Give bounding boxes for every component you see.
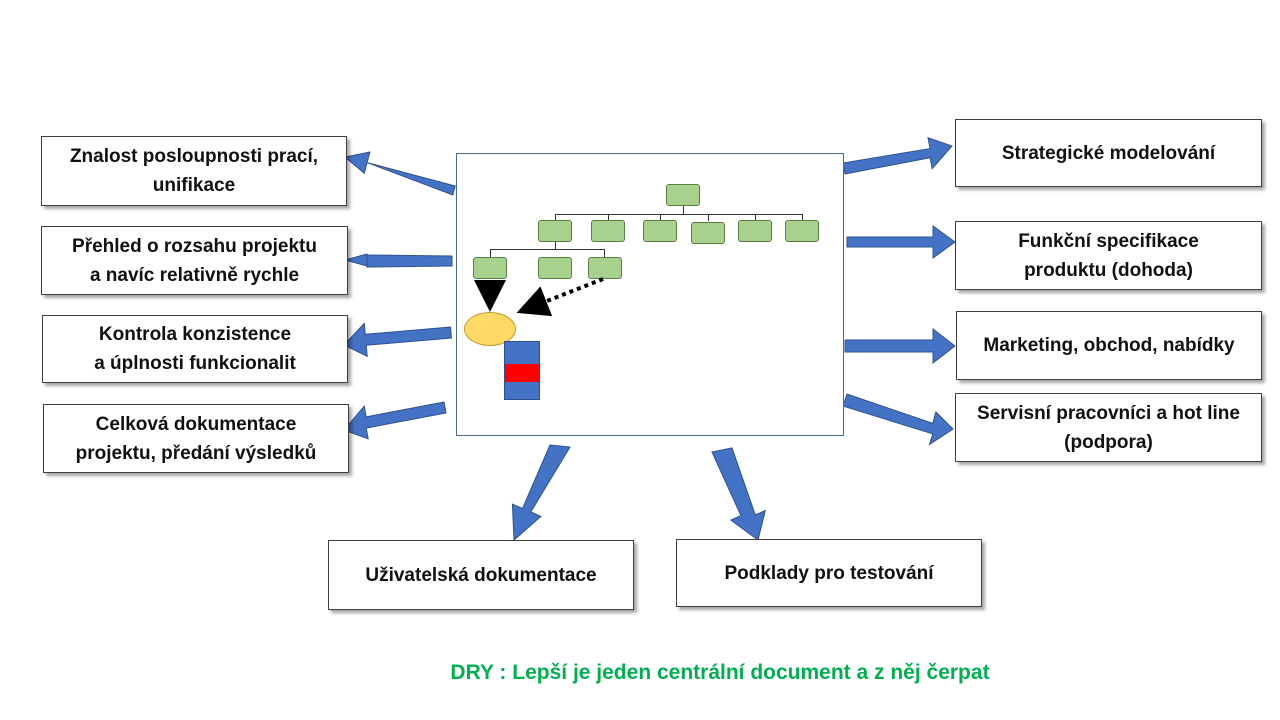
tree-connector (490, 249, 491, 257)
tree-connector (555, 242, 556, 249)
box-strategicke: Strategické modelování (955, 119, 1262, 187)
tree-connector (755, 214, 756, 221)
tree-connector (683, 205, 684, 214)
arrow-to-uzivatelska (511, 444, 571, 542)
arrow-to-prehled (343, 253, 453, 268)
tree-node (473, 257, 507, 279)
tree-node (588, 257, 622, 279)
arrow-to-podklady (711, 447, 767, 541)
box-text-line: produktu (dohoda) (1024, 259, 1193, 281)
box-text-line: Funkční specifikace (1018, 230, 1199, 252)
box-funkcni: Funkční specifikace produktu (dohoda) (955, 221, 1262, 290)
tree-connector (660, 214, 661, 221)
box-prehled: Přehled o rozsahu projektu a navíc relati… (41, 226, 348, 295)
tree-connector (802, 214, 803, 221)
box-kontrola: Kontrola konzistence a úplnosti funkciona… (42, 315, 348, 383)
arrow-to-funkcni (846, 225, 956, 259)
box-text-line: Marketing, obchod, nabídky (983, 335, 1235, 356)
tree-connector (608, 214, 609, 221)
tree-connector (604, 249, 605, 257)
arrow-to-celkova (343, 401, 447, 440)
tree-node (738, 220, 772, 242)
box-text-line: unifikace (152, 175, 236, 196)
tree-connector (708, 214, 709, 221)
box-marketing: Marketing, obchod, nabídky (956, 311, 1262, 380)
tree-node (538, 220, 572, 242)
box-text-line: Celková dokumentace (95, 413, 297, 435)
box-text-line: Uživatelská dokumentace (365, 564, 597, 586)
box-text-line: a navíc relativně rychle (89, 264, 300, 286)
box-podklady: Podklady pro testování (676, 539, 982, 607)
box-text-line: a úplnosti funkcionalit (94, 353, 296, 374)
tree-node (538, 257, 572, 279)
box-text-line: projektu, předání výsledků (75, 442, 317, 464)
footer-dry-note: DRY : Lepší je jeden centrální document … (450, 661, 990, 684)
tree-connector (555, 214, 556, 221)
tree-connector (555, 214, 802, 215)
arrow-to-marketing (844, 327, 956, 365)
tree-node (785, 220, 819, 242)
ellipse-shape (464, 312, 516, 346)
arrow-to-kontrola (343, 322, 452, 358)
stack-shape (504, 341, 540, 400)
box-text-line: Přehled o rozsahu projektu (72, 235, 317, 257)
tree-node (691, 222, 725, 244)
arrow-to-znalost (343, 151, 456, 196)
box-text-line: Servisní pracovníci a hot line (977, 402, 1240, 424)
tree-node-root (666, 184, 700, 206)
dotted-arrow (516, 277, 604, 317)
box-text-line: Kontrola konzistence (98, 324, 292, 345)
stack-red-band (505, 364, 539, 382)
tree-connector (490, 249, 604, 250)
box-text-line: Strategické modelování (1001, 142, 1216, 164)
box-celkova: Celková dokumentace projektu, předání výs… (43, 404, 349, 473)
arrow-to-strategicke (842, 136, 953, 175)
arrow-to-servisni (842, 393, 954, 446)
tree-node (643, 220, 677, 242)
box-uzivatelska: Uživatelská dokumentace (328, 540, 634, 610)
box-servisni: Servisní pracovníci a hot line (podpora) (955, 393, 1262, 462)
box-text-line: Podklady pro testování (724, 562, 934, 584)
tree-node (591, 220, 625, 242)
box-text-line: Znalost posloupnosti prací, (69, 146, 319, 167)
box-znalost: Znalost posloupnosti prací, unifikace (41, 136, 347, 206)
box-text-line: (podpora) (1064, 431, 1153, 453)
